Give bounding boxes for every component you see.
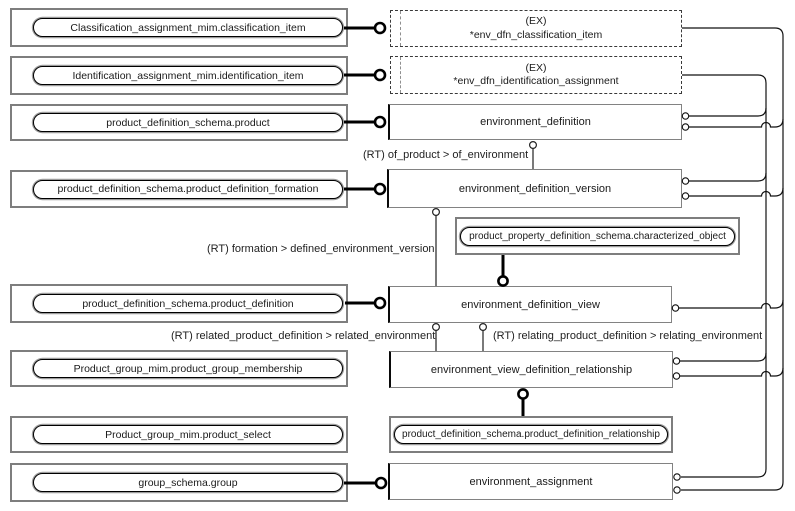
ref-product-definition-relationship-oval: product_definition_schema.product_defini… [394,425,668,444]
ref-characterized-object-oval: product_property_definition_schema.chara… [460,226,735,246]
entity-environment-assignment: environment_assignment [388,463,673,500]
external-name: *env_dfn_classification_item [469,28,603,41]
external-env-dfn-classification-item: (EX) *env_dfn_classification_item [390,10,682,47]
ref-product-select: Product_group_mim.product_select [10,416,348,453]
external-tag: (EX) [525,61,547,74]
entity-environment-definition: environment_definition [388,104,682,140]
ref-characterized-object: product_property_definition_schema.chara… [455,217,740,255]
ref-identification-item: Identification_assignment_mim.identifica… [10,56,348,95]
external-box-inner-line [400,57,401,93]
ref-identification-item-oval: Identification_assignment_mim.identifica… [33,66,343,85]
label-relating-product-definition: (RT) relating_product_definition > relat… [493,330,763,342]
right-trunk-lines [678,27,784,491]
ref-product-definition-formation: product_definition_schema.product_defini… [10,170,348,208]
entity-environment-definition-view: environment_definition_view [388,286,672,323]
ref-classification-item-oval: Classification_assignment_mim.classifica… [33,18,343,37]
label-formation: (RT) formation > defined_environment_ver… [207,243,435,255]
entity-environment-view-definition-relationship: environment_view_definition_relationship [389,351,673,388]
ref-product-group-membership: Product_group_mim.product_group_membersh… [10,350,348,387]
trunk-identification [681,74,767,478]
ref-product-group-membership-oval: Product_group_mim.product_group_membersh… [33,359,343,378]
external-tag: (EX) [525,15,547,28]
ref-group-oval: group_schema.group [33,473,343,492]
label-of-product: (RT) of_product > of_environment [363,149,529,161]
ref-product-select-oval: Product_group_mim.product_select [33,425,343,444]
ref-product-oval: product_definition_schema.product [33,113,343,132]
ref-product-definition-oval: product_definition_schema.product_defini… [33,294,343,313]
ref-product-definition-relationship: product_definition_schema.product_defini… [389,416,673,453]
external-name: *env_dfn_identification_assignment [453,75,619,87]
trunk-classification [681,27,784,491]
entity-environment-definition-version: environment_definition_version [387,169,682,208]
ref-product-definition-formation-oval: product_definition_schema.product_defini… [33,179,343,199]
external-box-inner-line [400,11,401,46]
label-related-product-definition: (RT) related_product_definition > relate… [171,330,436,342]
thick-reference-lines [344,26,525,485]
ref-group: group_schema.group [10,463,348,502]
ref-classification-item: Classification_assignment_mim.classifica… [10,8,348,47]
external-env-dfn-identification-assignment: (EX) *env_dfn_identification_assignment [390,56,682,94]
ref-product-definition: product_definition_schema.product_defini… [10,284,348,323]
ref-product: product_definition_schema.product [10,104,348,141]
